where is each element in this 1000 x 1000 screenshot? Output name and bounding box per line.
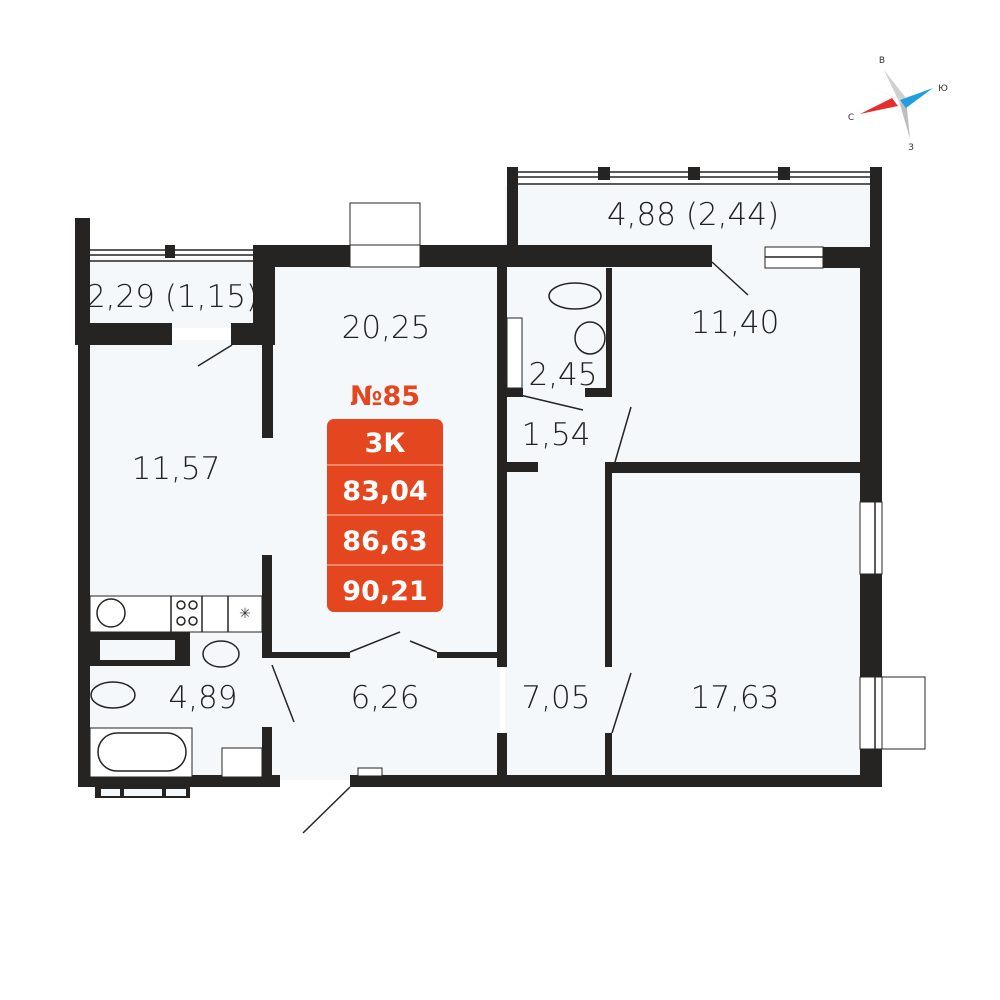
room-area-kitchen: 11,57 <box>132 451 221 487</box>
room-area-corridor: 7,05 <box>521 680 590 716</box>
room-area-bathroom: 4,89 <box>168 680 237 716</box>
svg-text:✳: ✳ <box>239 606 251 622</box>
room-area-living: 20,25 <box>342 310 431 346</box>
room-area-closet: 1,54 <box>521 417 590 453</box>
room-area-balcony-left: 2,29 (1,15) <box>86 279 258 315</box>
fixtures: ✳ <box>89 167 926 834</box>
rooms-type: 3К <box>365 428 406 459</box>
room-area-bedroom-top: 11,40 <box>691 305 780 341</box>
apartment-number: №85 <box>350 381 420 412</box>
room-area-hall: 6,26 <box>350 680 419 716</box>
compass-north-label: С <box>848 113 854 123</box>
walls <box>75 167 882 787</box>
room-area-bedroom-bottom: 17,63 <box>691 680 780 716</box>
area-total: 83,04 <box>342 476 427 507</box>
room-area-balcony-right: 4,88 (2,44) <box>607 197 779 233</box>
room-area-toilet: 2,45 <box>528 357 597 393</box>
compass-west-label: З <box>908 143 914 153</box>
compass-east-label: В <box>879 56 885 66</box>
compass-south-label: Ю <box>938 84 948 94</box>
apartment-info-badge: 3К 83,04 86,63 90,21 <box>327 419 443 612</box>
area-with-half-loggia: 86,63 <box>342 526 427 557</box>
area-with-full-loggia: 90,21 <box>342 576 427 607</box>
compass-rose-icon: В Ю С З <box>848 56 948 153</box>
